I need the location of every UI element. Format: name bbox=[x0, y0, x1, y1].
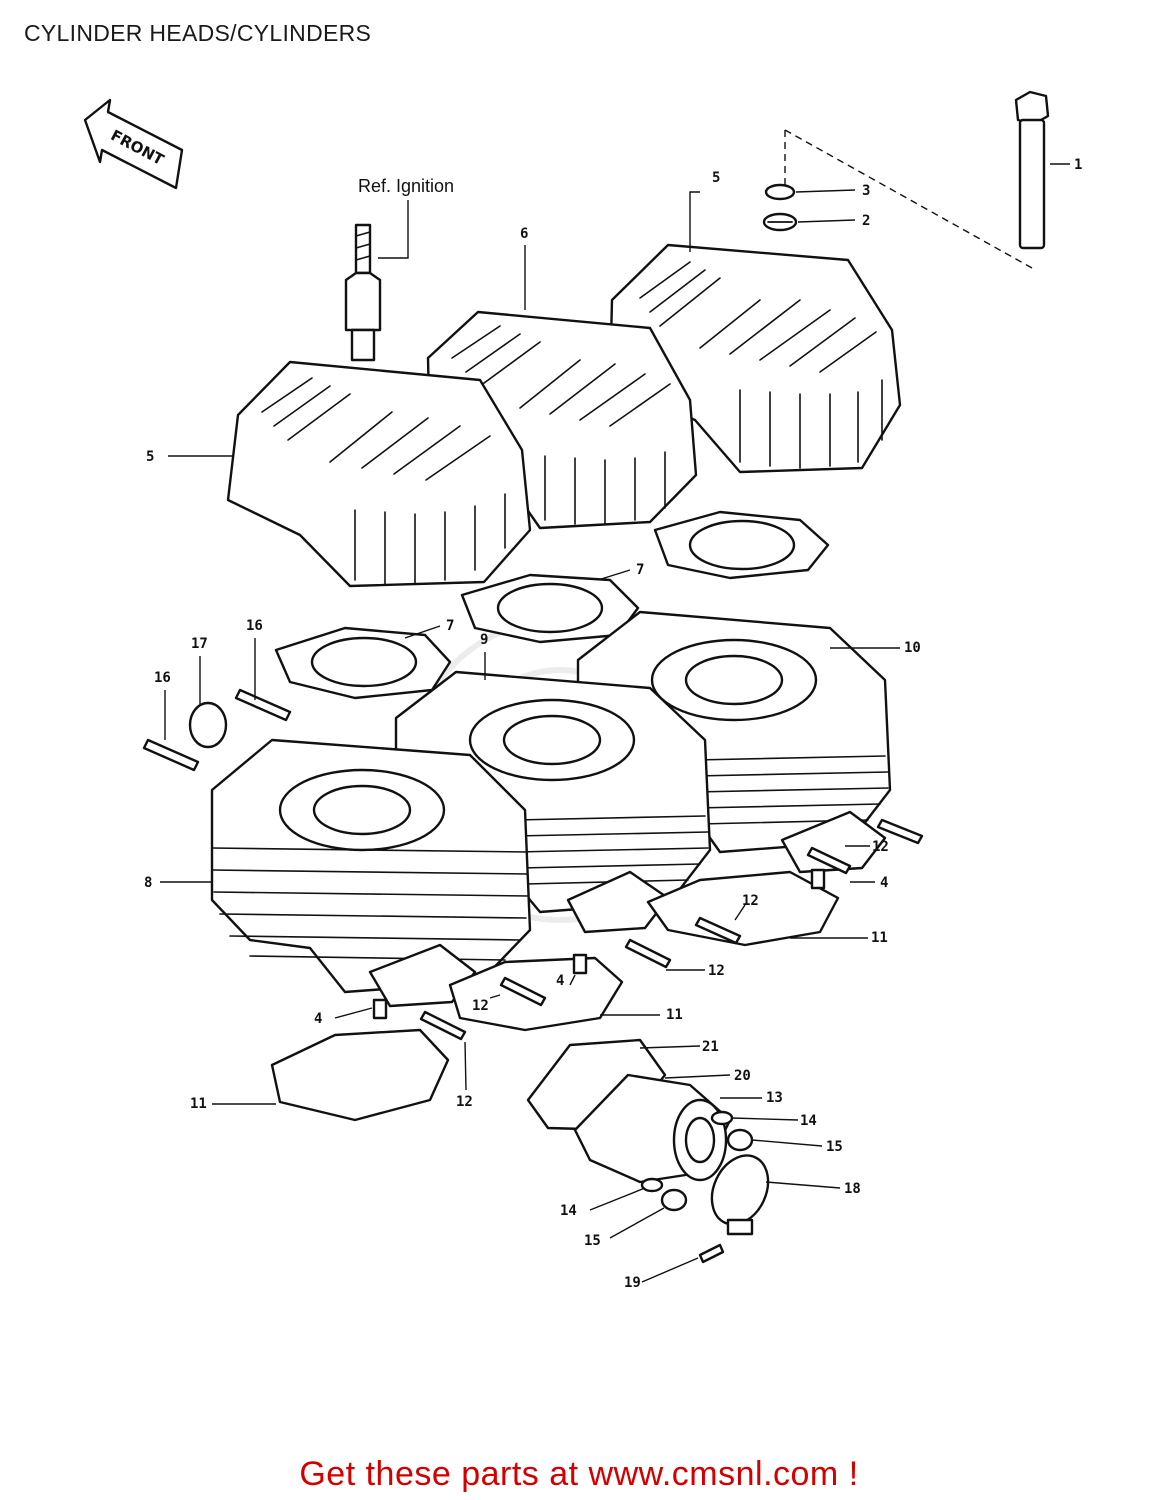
callout: 5 bbox=[146, 449, 154, 465]
callout: 13 bbox=[766, 1090, 783, 1106]
cylinder-front bbox=[210, 738, 532, 994]
dowel-icon bbox=[572, 953, 588, 975]
dowel-icon bbox=[372, 998, 388, 1020]
screw-icon bbox=[698, 1243, 725, 1264]
spark-plug-icon bbox=[344, 223, 382, 362]
callout: 4 bbox=[314, 1011, 322, 1027]
callout: 18 bbox=[844, 1181, 861, 1197]
cylinder-head-front bbox=[226, 360, 532, 588]
callout: 14 bbox=[800, 1113, 817, 1129]
base-gasket-front bbox=[270, 1028, 450, 1122]
callout: 3 bbox=[862, 183, 870, 199]
callout: 14 bbox=[560, 1203, 577, 1219]
callout: 12 bbox=[708, 963, 725, 979]
stud-icon bbox=[876, 818, 924, 845]
callout: 20 bbox=[734, 1068, 751, 1084]
washer-icon bbox=[764, 183, 796, 201]
callout: 7 bbox=[446, 618, 454, 634]
cylinder-middle bbox=[394, 670, 712, 914]
head-gasket-middle bbox=[460, 573, 640, 644]
dowel-icon bbox=[810, 868, 826, 890]
callout: 15 bbox=[826, 1139, 843, 1155]
callout: 7 bbox=[636, 562, 644, 578]
callout: 9 bbox=[480, 632, 488, 648]
head-gasket-front bbox=[274, 626, 452, 700]
stud-icon bbox=[499, 976, 547, 1007]
callout: 12 bbox=[472, 998, 489, 1014]
callout: 12 bbox=[742, 893, 759, 909]
callout: 4 bbox=[880, 875, 888, 891]
callout: 1 bbox=[1074, 157, 1082, 173]
callout: 17 bbox=[191, 636, 208, 652]
stud-icon bbox=[694, 916, 742, 945]
stud-icon bbox=[419, 1010, 467, 1041]
callout: 8 bbox=[144, 875, 152, 891]
exhaust-flange-rear bbox=[780, 810, 887, 874]
nut-icon bbox=[660, 1188, 688, 1212]
stud-icon bbox=[624, 938, 672, 969]
callout: 5 bbox=[712, 170, 720, 186]
ref-ignition-label: Ref. Ignition bbox=[358, 176, 454, 196]
callout: 10 bbox=[904, 640, 921, 656]
callout: 16 bbox=[246, 618, 263, 634]
washer-icon bbox=[640, 1177, 664, 1193]
head-gasket-rear bbox=[653, 510, 830, 580]
callout: 12 bbox=[872, 839, 889, 855]
bolt-icon bbox=[1014, 90, 1050, 250]
callout: 11 bbox=[871, 930, 888, 946]
callout: 6 bbox=[520, 226, 528, 242]
cylinder-head-rear bbox=[608, 243, 902, 474]
footer-promo-link[interactable]: Get these parts at www.cmsnl.com ! bbox=[299, 1455, 859, 1493]
parts-diagram: FRONT Ref. Ignition bbox=[83, 90, 1082, 1291]
stud-icon bbox=[806, 846, 852, 875]
callout: 4 bbox=[556, 973, 564, 989]
nut-icon bbox=[726, 1128, 754, 1152]
callout: 12 bbox=[456, 1094, 473, 1110]
page-title: CYLINDER HEADS/CYLINDERS bbox=[24, 20, 372, 46]
callout: 2 bbox=[862, 213, 870, 229]
callout: 16 bbox=[154, 670, 171, 686]
washer-icon bbox=[710, 1110, 734, 1126]
callout: 19 bbox=[624, 1275, 641, 1291]
cylinder-rear bbox=[576, 610, 892, 854]
callout: 15 bbox=[584, 1233, 601, 1249]
exhaust-holder-icon bbox=[526, 1038, 732, 1184]
leader-lines bbox=[160, 163, 1070, 1283]
stud-icon bbox=[234, 688, 292, 722]
callout: 11 bbox=[190, 1096, 207, 1112]
callout: 21 bbox=[702, 1039, 719, 1055]
callout-labels: 1 2 3 5 6 5 7 7 16 17 16 9 10 8 12 4 12 … bbox=[144, 157, 1082, 1291]
front-arrow-icon: FRONT bbox=[83, 98, 184, 190]
stud-icon bbox=[142, 738, 200, 772]
o-ring-icon bbox=[188, 701, 228, 749]
callout: 11 bbox=[666, 1007, 683, 1023]
clamp-icon bbox=[710, 1154, 770, 1236]
